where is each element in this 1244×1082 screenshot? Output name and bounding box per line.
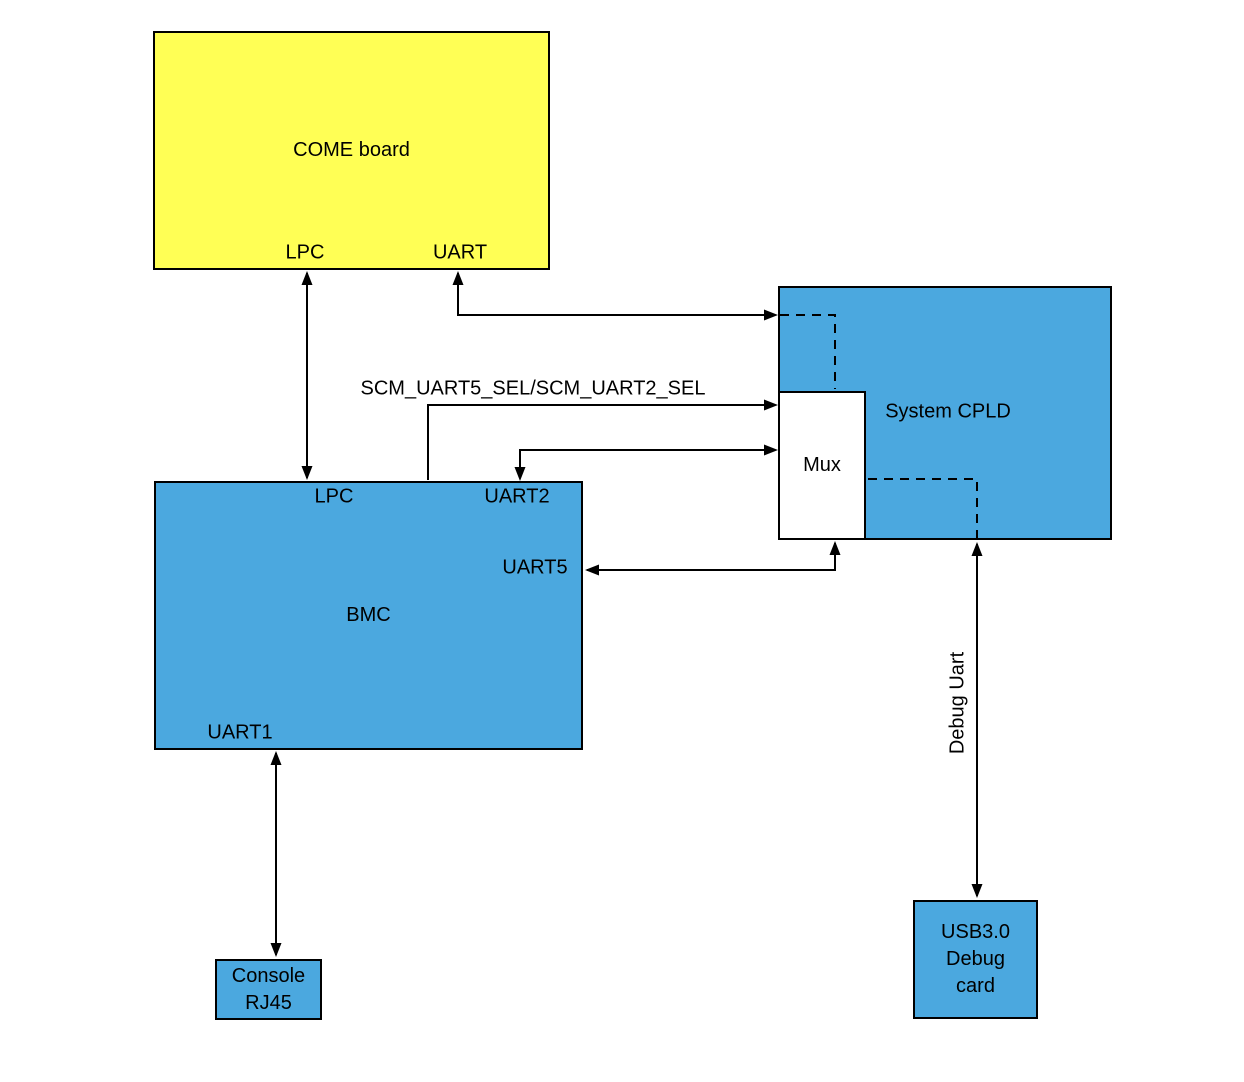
uart1-connector	[270, 751, 282, 957]
usb-debug-card-block: USB3.0 Debug card	[913, 900, 1038, 1019]
bmc-port-uart1: UART1	[207, 721, 273, 744]
console-rj45-block: Console RJ45	[215, 959, 322, 1020]
usb-debug-card-title: USB3.0 Debug card	[941, 921, 1010, 997]
debug-uart-label: Debug Uart	[946, 651, 969, 755]
uart5-connector	[585, 541, 841, 576]
bmc-port-uart2: UART2	[484, 485, 550, 508]
system-cpld-title: System CPLD	[885, 400, 1011, 423]
bmc-port-lpc: LPC	[314, 485, 354, 508]
come-port-uart: UART	[432, 241, 488, 264]
bmc-port-uart5: UART5	[502, 556, 568, 579]
scm-sel-connector	[427, 399, 778, 480]
debug-uart-connector	[971, 542, 983, 898]
uart2-connector	[514, 444, 778, 481]
bmc-block: BMC	[154, 481, 583, 750]
come-board-block: COME board	[153, 31, 550, 270]
uart-connector	[452, 271, 778, 321]
console-rj45-title: Console RJ45	[231, 964, 306, 1014]
bmc-title: BMC	[346, 604, 391, 626]
mux-title: Mux	[803, 454, 841, 476]
scm-uart-sel-label: SCM_UART5_SEL/SCM_UART2_SEL	[360, 377, 706, 400]
mux-block: Mux	[778, 391, 866, 540]
come-board-title: COME board	[293, 139, 410, 161]
lpc-connector	[301, 271, 313, 480]
come-port-lpc: LPC	[285, 241, 325, 264]
